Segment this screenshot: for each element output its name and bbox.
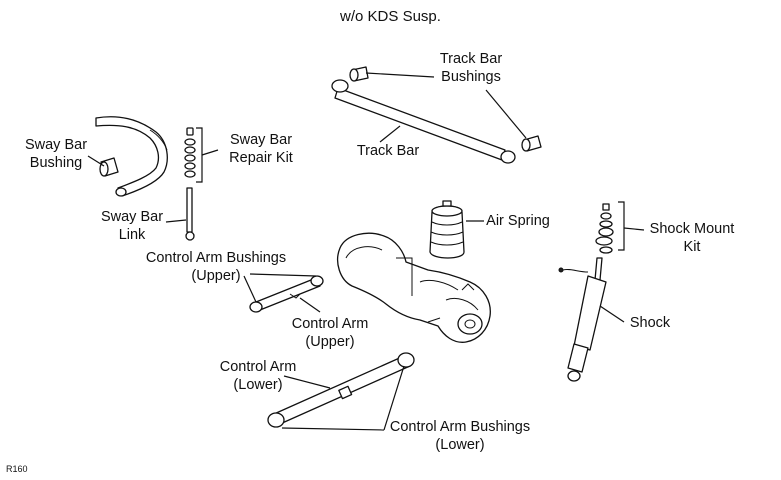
label-shock-line1: Shock bbox=[629, 315, 671, 331]
label-sway-bar-link: Sway Bar Link bbox=[94, 208, 170, 244]
diagram-title: w/o KDS Susp. bbox=[340, 8, 441, 25]
control-arm-upper-drawing bbox=[249, 275, 324, 313]
label-shock-mount-kit: Shock Mount Kit bbox=[642, 220, 742, 256]
label-track-bar-bushings-line2: Bushings bbox=[441, 69, 501, 85]
label-control-arm-bushings-lower-line2: (Lower) bbox=[435, 437, 485, 453]
figure-code: R160 bbox=[6, 464, 28, 474]
label-sway-bar-link-line2: Link bbox=[118, 227, 146, 243]
label-control-arm-bushings-upper: Control Arm Bushings (Upper) bbox=[138, 249, 294, 285]
track-bar-drawing bbox=[331, 79, 516, 164]
label-sway-bar-bushing: Sway Bar Bushing bbox=[18, 136, 94, 172]
label-air-spring: Air Spring bbox=[480, 212, 556, 230]
shock-mount-kit-drawing bbox=[595, 201, 625, 254]
label-control-arm-bushings-lower: Control Arm Bushings (Lower) bbox=[382, 418, 538, 454]
label-control-arm-upper: Control Arm (Upper) bbox=[282, 315, 378, 351]
track-bar-bushing-upper-drawing bbox=[349, 66, 369, 82]
label-track-bar-bushings: Track Bar Bushings bbox=[428, 50, 514, 86]
label-track-bar: Track Bar bbox=[350, 142, 426, 160]
label-sway-bar-repair-kit-line2: Repair Kit bbox=[229, 150, 293, 166]
sway-bar-link-drawing bbox=[185, 187, 195, 241]
label-track-bar-bushings-line1: Track Bar bbox=[439, 51, 503, 67]
sway-bar-bushing-drawing bbox=[99, 157, 119, 177]
axle-housing-drawing bbox=[337, 232, 491, 343]
label-control-arm-lower-line2: (Lower) bbox=[233, 377, 283, 393]
label-shock: Shock bbox=[622, 314, 678, 332]
label-shock-mount-kit-line2: Kit bbox=[683, 239, 701, 255]
label-sway-bar-bushing-line2: Bushing bbox=[29, 155, 83, 171]
label-track-bar-line1: Track Bar bbox=[356, 143, 420, 159]
sway-bar-drawing bbox=[95, 116, 168, 197]
label-shock-mount-kit-line1: Shock Mount bbox=[649, 221, 735, 237]
label-air-spring-line1: Air Spring bbox=[486, 213, 550, 229]
label-control-arm-upper-line2: (Upper) bbox=[305, 334, 355, 350]
label-sway-bar-repair-kit: Sway Bar Repair Kit bbox=[218, 131, 304, 167]
control-arm-lower-drawing bbox=[267, 352, 415, 428]
label-sway-bar-bushing-line1: Sway Bar bbox=[24, 137, 88, 153]
label-control-arm-bushings-lower-line1: Control Arm Bushings bbox=[389, 419, 531, 435]
sway-bar-repair-kit-drawing bbox=[184, 127, 203, 183]
label-control-arm-bushings-upper-line2: (Upper) bbox=[191, 268, 241, 284]
label-sway-bar-link-line1: Sway Bar bbox=[100, 209, 164, 225]
track-bar-bushing-lower-drawing bbox=[521, 135, 542, 152]
shock-drawing bbox=[558, 257, 607, 382]
leader-lines bbox=[87, 72, 645, 431]
label-sway-bar-repair-kit-line1: Sway Bar bbox=[229, 132, 293, 148]
air-spring-drawing bbox=[429, 200, 465, 259]
label-control-arm-lower: Control Arm (Lower) bbox=[210, 358, 306, 394]
label-control-arm-upper-line1: Control Arm bbox=[291, 316, 369, 332]
label-control-arm-bushings-upper-line1: Control Arm Bushings bbox=[145, 250, 287, 266]
label-control-arm-lower-line1: Control Arm bbox=[219, 359, 297, 375]
